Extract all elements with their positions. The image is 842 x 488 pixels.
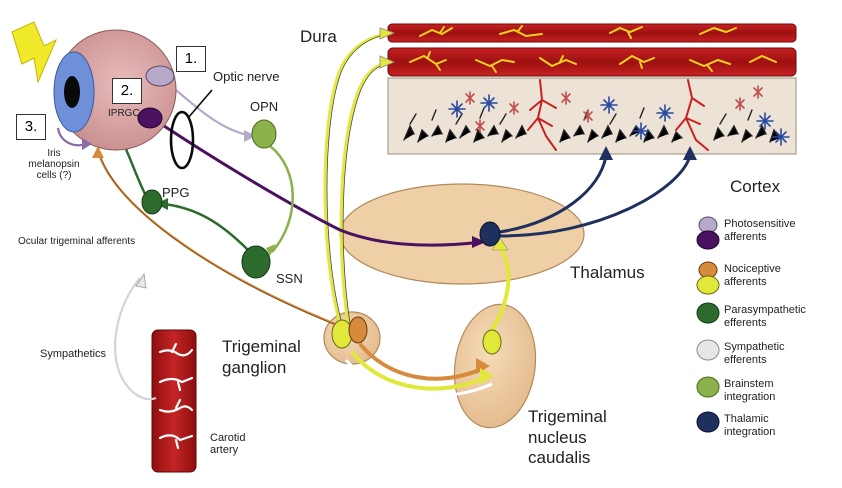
ganglion-to-nucleus-white [344, 359, 493, 398]
nucleus-arrow-icon-2 [480, 368, 494, 384]
legend-photosensitive-dark-icon [696, 230, 720, 250]
cortex-glia [448, 85, 790, 146]
photosensitive-cell [145, 65, 175, 87]
ppg-label: PPG [162, 185, 190, 200]
dura-vessels [409, 25, 777, 73]
cortex-neurons [403, 107, 781, 143]
trigeminal-ganglion-label: Trigeminal ganglion [222, 337, 301, 377]
ssn-to-ppg-path [163, 202, 249, 251]
dura-label: Dura [300, 27, 337, 46]
thalamus-cortex-path-1 [499, 155, 608, 234]
nucleus-to-thalamus-path [490, 244, 511, 332]
sympathetic-arrow-icon [135, 272, 147, 289]
carotid-artery [151, 329, 197, 473]
cortex-arrow-icon [599, 146, 613, 160]
legend-sympathetic-icon [696, 339, 720, 361]
legend-parasympathetic-icon [696, 302, 720, 324]
opn-to-ssn-path [269, 145, 294, 253]
opn-label: OPN [250, 99, 279, 114]
pupil [64, 76, 80, 108]
dura-arrow-icon [379, 27, 396, 40]
optic-nerve-label: Optic nerve [213, 69, 280, 84]
light-bolt-icon [11, 21, 57, 84]
ppg-nucleus [141, 189, 163, 215]
opn-nucleus [251, 119, 277, 149]
carotid-artery-label: Carotid artery [210, 432, 246, 457]
marker-box-1: 1. [176, 46, 206, 72]
photosensitive-arrow-icon [472, 236, 486, 248]
eye-to-opn-path [163, 79, 253, 138]
ssn-label: SSN [276, 271, 303, 286]
nociceptive-dura-pathways [323, 31, 393, 325]
legend-thalamic-icon [696, 411, 720, 433]
ganglion-cell-orange [348, 316, 368, 344]
cortex-vessels [527, 79, 709, 151]
legend-nociceptive-yellow-icon [696, 275, 720, 295]
legend-brainstem-icon [696, 376, 720, 398]
sympathetics-label: Sympathetics [40, 348, 107, 360]
ssn-nucleus [241, 245, 271, 279]
ganglion-to-nucleus-orange [358, 342, 485, 381]
thalamus-label: Thalamus [570, 263, 645, 282]
legend-icons [696, 216, 720, 433]
cortex-tissue [387, 77, 797, 155]
ssn-arrow-icon [266, 244, 276, 256]
ocular-afferents-label: Ocular trigeminal afferents [18, 236, 136, 247]
optic-nerve-pointer [187, 89, 213, 119]
dura-membrane [387, 23, 797, 77]
iprgc-cell [137, 107, 163, 129]
cortex-arrow-icon-2 [683, 146, 697, 160]
thalamic-nucleus [479, 221, 501, 247]
marker-box-3: 3. [16, 114, 46, 140]
nucleus-arrow-icon [476, 358, 490, 374]
thalamus-cortex-path-2 [499, 155, 692, 238]
opn-arrow-icon [244, 130, 256, 142]
ppg-to-eye-path [120, 141, 148, 197]
optic-nerve-ring [169, 110, 195, 170]
iprgc-label: IPRGC [108, 108, 140, 119]
ganglion-to-nucleus-yellow [350, 350, 489, 391]
cortex-label: Cortex [730, 177, 781, 196]
marker-box-2: 2. [112, 78, 142, 104]
iris-cells-label: Iris melanopsin cells (?) [28, 148, 80, 181]
ocular-arrow-icon [92, 146, 104, 158]
iris-arrow-icon [82, 138, 92, 150]
sympathetic-path [114, 277, 157, 401]
photosensitive-path [151, 116, 483, 247]
nucleus-cell-yellow [482, 329, 502, 355]
trigeminal-nucleus-label: Trigeminal nucleus caudalis [528, 407, 607, 468]
dura-arrow-icon-2 [379, 55, 396, 69]
